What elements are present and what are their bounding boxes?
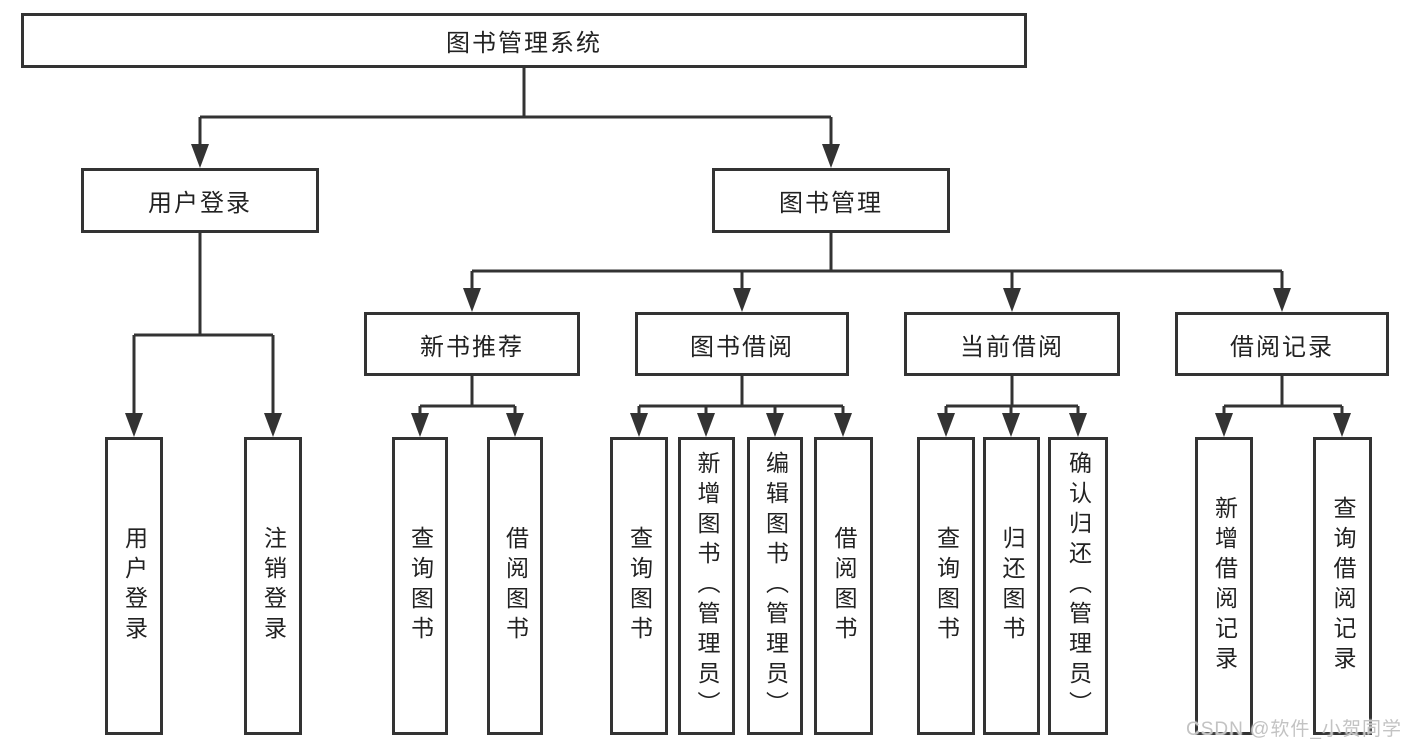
leaf-current-query-books: 查询图书 — [917, 437, 975, 735]
arrow-down-icon — [1003, 288, 1021, 312]
arrow-down-icon — [125, 413, 143, 437]
arrow-down-icon — [766, 413, 784, 437]
arrow-down-icon — [463, 288, 481, 312]
node-current-borrowing-label: 当前借阅 — [960, 333, 1064, 361]
node-current-borrowing: 当前借阅 — [904, 312, 1120, 376]
leaf-borrowing-borrow-books: 借阅图书 — [814, 437, 873, 735]
node-root: 图书管理系统 — [21, 13, 1027, 68]
arrow-down-icon — [697, 413, 715, 437]
leaf-newbooks-borrow-books: 借阅图书 — [487, 437, 543, 735]
node-book-management: 图书管理 — [712, 168, 950, 233]
leaf-borrowing-add-books-admin: 新增图书（管理员） — [678, 437, 735, 735]
arrow-down-icon — [1002, 413, 1020, 437]
node-user-login: 用户登录 — [81, 168, 319, 233]
leaf-records-query-record-label: 查询借阅记录 — [1330, 496, 1356, 676]
leaf-current-confirm-return-admin: 确认归还（管理员） — [1048, 437, 1108, 735]
leaf-borrowing-edit-books-admin-label: 编辑图书（管理员） — [762, 451, 789, 721]
node-book-borrowing: 图书借阅 — [635, 312, 849, 376]
arrow-down-icon — [264, 413, 282, 437]
arrow-down-icon — [1333, 413, 1351, 437]
node-user-login-label: 用户登录 — [148, 190, 252, 217]
leaf-records-add-record-label: 新增借阅记录 — [1211, 496, 1238, 676]
node-borrowing-records-label: 借阅记录 — [1230, 333, 1334, 361]
arrow-down-icon — [630, 413, 648, 437]
arrowhead-icons — [125, 144, 1351, 437]
leaf-logout: 注销登录 — [244, 437, 302, 735]
leaf-logout-label: 注销登录 — [260, 526, 287, 646]
connector-edges — [132, 68, 1344, 415]
leaf-newbooks-query-books: 查询图书 — [392, 437, 448, 735]
leaf-records-add-record: 新增借阅记录 — [1195, 437, 1253, 735]
arrow-down-icon — [1273, 288, 1291, 312]
leaf-records-query-record: 查询借阅记录 — [1313, 437, 1372, 735]
arrow-down-icon — [506, 413, 524, 437]
arrow-down-icon — [191, 144, 209, 168]
leaf-borrowing-query-books-label: 查询图书 — [626, 526, 653, 646]
leaf-borrowing-edit-books-admin: 编辑图书（管理员） — [747, 437, 803, 735]
leaf-borrowing-borrow-books-label: 借阅图书 — [831, 526, 857, 646]
node-borrowing-records: 借阅记录 — [1175, 312, 1389, 376]
leaf-user-login-label: 用户登录 — [121, 526, 148, 646]
leaf-current-return-books-label: 归还图书 — [999, 526, 1025, 646]
leaf-borrowing-add-books-admin-label: 新增图书（管理员） — [694, 451, 720, 721]
csdn-watermark: CSDN @软件_小贺同学 — [1186, 719, 1402, 740]
arrow-down-icon — [411, 413, 429, 437]
node-root-label: 图书管理系统 — [446, 30, 602, 57]
leaf-newbooks-borrow-books-label: 借阅图书 — [502, 526, 529, 646]
node-new-book-recommend: 新书推荐 — [364, 312, 580, 376]
leaf-user-login: 用户登录 — [105, 437, 163, 735]
arrow-down-icon — [1069, 413, 1087, 437]
node-book-management-label: 图书管理 — [779, 190, 883, 217]
arrow-down-icon — [1215, 413, 1233, 437]
node-book-borrowing-label: 图书借阅 — [690, 333, 794, 361]
arrow-down-icon — [834, 413, 852, 437]
node-new-book-recommend-label: 新书推荐 — [420, 333, 524, 361]
leaf-current-query-books-label: 查询图书 — [933, 526, 960, 646]
arrow-down-icon — [937, 413, 955, 437]
arrow-down-icon — [733, 288, 751, 312]
leaf-newbooks-query-books-label: 查询图书 — [407, 526, 434, 646]
arrow-down-icon — [822, 144, 840, 168]
leaf-borrowing-query-books: 查询图书 — [610, 437, 668, 735]
leaf-current-confirm-return-admin-label: 确认归还（管理员） — [1065, 451, 1092, 721]
leaf-current-return-books: 归还图书 — [983, 437, 1040, 735]
